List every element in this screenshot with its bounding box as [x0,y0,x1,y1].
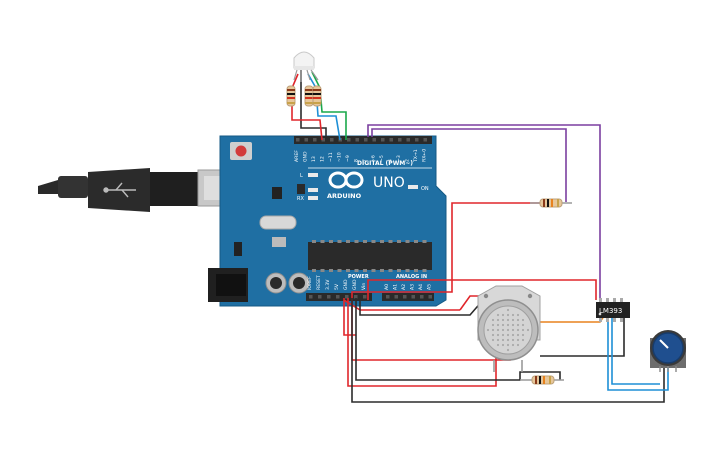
pin-label: IOREF [307,276,313,290]
header-pin[interactable] [313,138,317,142]
pin-label: A3 [410,284,416,290]
pin-label: ~9 [345,155,351,162]
header-pin[interactable] [423,138,428,142]
wire-blue[interactable] [611,318,660,385]
pin-label: ~11 [328,152,334,162]
wire-purple[interactable] [367,124,601,300]
wire-black[interactable] [351,291,665,403]
pin-label: ~3 [396,155,402,162]
header-pin[interactable] [428,295,433,299]
pin-label: ~5 [379,155,385,162]
wire-blue[interactable] [607,318,669,391]
pin-label: A2 [401,284,407,290]
pin-label: 3.3V [325,279,331,290]
header-pin[interactable] [364,138,368,142]
led-tx [308,188,318,192]
header-pin[interactable] [318,295,322,299]
pin-label: 8 [354,159,360,162]
header-pin[interactable] [345,295,349,299]
wire-orange[interactable] [536,315,605,323]
pin-label: A5 [427,284,433,290]
pin-label: GND [303,151,309,162]
header-pin[interactable] [336,295,340,299]
on-led [408,185,418,189]
header-pin[interactable] [296,138,300,142]
pin-label: 4 [388,159,394,162]
led-l [308,173,318,177]
knob-indicator-icon [659,339,669,349]
digital-label: DIGITAL (PWM~) [357,160,413,167]
digital-header [294,136,432,144]
led-rx-label: RX [297,196,304,202]
resistor[interactable] [520,375,564,385]
usb-cable[interactable] [38,168,235,212]
pin-label: GND [343,279,349,290]
header-pin[interactable] [381,138,385,142]
on-label: ON [421,186,429,192]
lm393-comparator[interactable]: LM393 [596,298,630,322]
resistor [304,85,314,107]
arduino-logo-icon [328,171,364,189]
header-pin[interactable] [398,138,402,142]
potentiometer[interactable] [650,330,686,372]
resistor[interactable] [530,198,572,208]
header-pin[interactable] [354,295,358,299]
pin-label: AREF [294,150,300,162]
pin-label: RX←0 [422,149,428,162]
pin-label: 5V [334,283,340,290]
comparator-label: LM393 [599,307,622,315]
rgb-led[interactable] [293,51,319,82]
header-pin[interactable] [394,295,399,299]
led-wires[interactable] [291,70,347,141]
header-pin[interactable] [389,138,394,142]
header-pin[interactable] [406,138,411,142]
header-pin[interactable] [411,295,416,299]
power-label: POWER [348,274,369,280]
capacitor [265,272,310,294]
reset-button[interactable] [230,142,252,160]
header-pin[interactable] [309,295,313,299]
brand-label: ARDUINO [327,192,362,200]
pin-label: A4 [418,284,424,290]
pin-label: TX→1 [413,149,419,163]
usb-icon [103,182,136,198]
pin-label: Vin [361,283,367,290]
header-pin[interactable] [321,138,326,142]
header-pin[interactable] [403,295,407,299]
header-pin[interactable] [327,295,331,299]
analog-header [382,293,434,301]
pin-label: 7 [362,159,368,162]
pin-label: 12 [320,156,326,162]
pin-label: GND [352,279,358,290]
header-pin[interactable] [347,138,351,142]
resistor [312,85,322,107]
crystal [259,215,297,230]
header-pin[interactable] [372,138,377,142]
header-pin[interactable] [363,295,367,299]
pin-label: ~6 [371,155,377,162]
usb-chip [297,184,305,194]
resistor [286,85,296,107]
gas-sensor[interactable] [477,285,541,372]
led-l-label: L [300,173,303,179]
pin-label: 2 [405,159,411,162]
analog-label: ANALOG IN [396,274,427,280]
header-pin[interactable] [355,138,360,142]
header-pin[interactable] [415,138,419,142]
power-jack [208,268,248,302]
led-rx [308,196,318,200]
header-pin[interactable] [386,295,390,299]
arduino-uno-board[interactable]: L TX RX ARDUINO UNO ON DIGITAL (PWM~) [208,135,447,307]
pin-label: A1 [393,284,399,290]
model-label: UNO [373,175,405,191]
pin-label: RESET [316,275,322,290]
pin-label: ~10 [337,152,343,162]
header-pin[interactable] [420,295,424,299]
header-pin[interactable] [330,138,334,142]
pin-label: A0 [384,284,390,290]
header-pin[interactable] [304,138,309,142]
atmega-chip [308,240,432,272]
pin-label: 13 [311,156,317,162]
